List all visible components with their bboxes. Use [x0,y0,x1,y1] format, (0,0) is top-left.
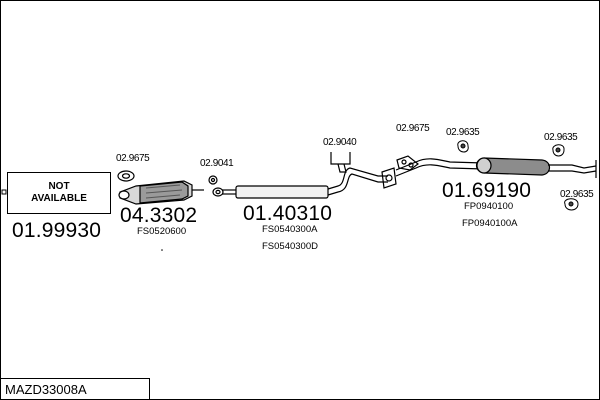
fitting-code-02-9041[interactable]: 02.9041 [200,158,234,169]
ref-fs0540300d: FS0540300D [262,241,318,252]
rubber-hanger-1-icon [457,140,469,153]
part-number-01-69190[interactable]: 01.69190 [442,179,532,202]
ref-fp0940100a: FP0940100A [462,218,518,229]
part-number-01-40310[interactable]: 01.40310 [243,202,333,225]
gasket-front-icon [117,170,135,182]
fitting-code-02-9675-front[interactable]: 02.9675 [116,153,150,164]
ref-fs0520600: FS0520600 [137,226,187,237]
small-dot-marker [161,249,163,251]
rear-pipe-icon [395,158,485,177]
flange-gasket-icon [381,167,397,189]
rubber-hanger-2-icon [552,144,565,157]
rubber-hanger-3-icon [564,198,579,211]
fitting-code-02-9635-c[interactable]: 02.9635 [560,189,594,200]
not-available-box: NOT AVAILABLE [7,172,111,214]
part-number-01-99930[interactable]: 01.99930 [12,219,102,242]
not-available-marker [1,189,7,195]
ref-fs0540300a: FS0540300A [262,224,318,235]
gasket-mid-icon [208,175,224,197]
diagram-title-box: MAZD33008A [0,378,150,400]
part-number-04-3302[interactable]: 04.3302 [120,204,198,227]
diagram-title: MAZD33008A [5,381,87,397]
rear-silencer-icon [475,157,597,178]
catalytic-converter-icon [118,180,204,205]
fitting-code-02-9675-rear[interactable]: 02.9675 [396,123,430,134]
hanger-bracket-icon [330,152,351,173]
center-pipe-icon [222,167,388,199]
not-available-label: NOT AVAILABLE [31,181,87,204]
fitting-code-02-9635-b[interactable]: 02.9635 [544,132,578,143]
ref-fp0940100: FP0940100 [464,201,514,212]
fitting-code-02-9635-a[interactable]: 02.9635 [446,127,480,138]
fitting-code-02-9040[interactable]: 02.9040 [323,137,357,148]
